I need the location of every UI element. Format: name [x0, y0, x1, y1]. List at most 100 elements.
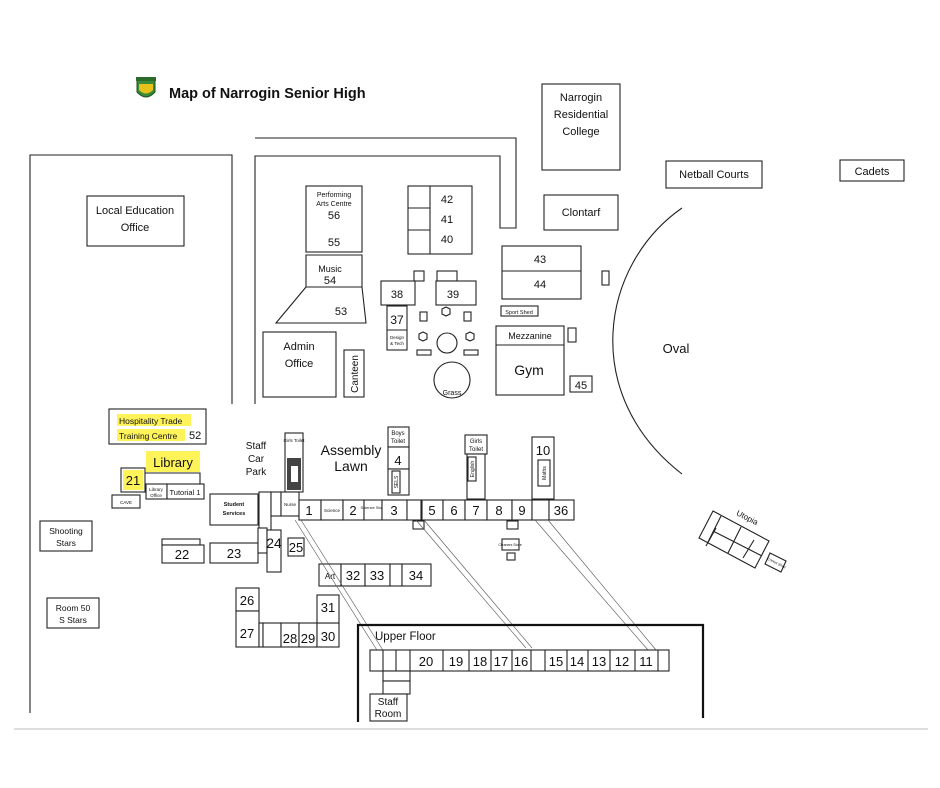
- design-tech-label: Design: [390, 335, 405, 340]
- cleaners-store: [501, 538, 520, 551]
- room-50-label: Room 50: [56, 603, 91, 613]
- oval-label: Oval: [663, 341, 690, 356]
- left-boundary: [29, 154, 233, 713]
- room-44: 44: [534, 279, 546, 291]
- room-7-label: 7: [472, 503, 479, 518]
- room-23-label: 23: [227, 546, 241, 561]
- room-2-label: 2: [349, 503, 356, 518]
- room-29-label: 29: [301, 631, 315, 646]
- room-34-label: 34: [409, 568, 423, 583]
- room-27-label: 27: [240, 626, 254, 641]
- room-43: 43: [534, 254, 546, 266]
- room-20: 20: [419, 654, 433, 669]
- room-39-label: 39: [447, 289, 459, 301]
- room-9-label: 9: [518, 503, 525, 518]
- canteen: [343, 349, 365, 398]
- shooting-stars: [39, 520, 93, 552]
- room-37-label: 37: [390, 313, 404, 327]
- admin-office-label: Admin: [283, 341, 314, 353]
- cadets-label: Cadets: [855, 166, 890, 178]
- cave: [111, 494, 141, 509]
- local-education-office: [86, 195, 185, 247]
- clontarf: [543, 194, 619, 231]
- residential-college: [541, 83, 621, 171]
- room-22-label: 22: [175, 547, 189, 562]
- room-38: [380, 280, 416, 306]
- grass-circle: [433, 361, 471, 399]
- rooms-40-42-block: [407, 185, 473, 255]
- room-14: 14: [570, 654, 584, 669]
- central-boundary: [254, 137, 517, 404]
- room-39: [435, 280, 477, 306]
- room-40: 40: [441, 234, 453, 246]
- utopia-building: [698, 510, 770, 569]
- room-52: 52: [189, 430, 201, 442]
- room-6-label: 6: [450, 503, 457, 518]
- sels-label: SELS: [394, 475, 400, 488]
- canteen-label: Canteen: [350, 355, 361, 393]
- room-31-label: 31: [321, 600, 335, 615]
- girls-toilet-west-label: Girls Toilet: [284, 438, 306, 443]
- room-41: 41: [441, 214, 453, 226]
- room-33-label: 33: [370, 568, 384, 583]
- music-label: Music: [318, 264, 342, 274]
- boys-toilet-label: Boys: [391, 431, 404, 437]
- room-42: 42: [441, 194, 453, 206]
- design-tech-label: & Tech: [390, 341, 404, 346]
- room-56: 56: [328, 210, 340, 222]
- room-25: [287, 537, 305, 557]
- netball-courts-label: Netball Courts: [679, 169, 749, 181]
- room-34: [401, 563, 432, 587]
- shooting-stars-label: Shooting: [49, 526, 83, 536]
- gym-label: Gym: [514, 362, 544, 378]
- upper-floor-corridor: [369, 649, 670, 672]
- room-32-label: 32: [346, 568, 360, 583]
- hospitality-label: Training Centre: [119, 431, 178, 441]
- room-24: [266, 529, 282, 573]
- performing-arts-centre: [305, 185, 363, 253]
- staff-car-park-label: Car: [248, 454, 265, 465]
- room-31: [316, 594, 340, 624]
- rooms-43-44: [501, 245, 582, 300]
- library-label: Library: [153, 455, 193, 470]
- residential-college-label: Narrogin: [560, 92, 602, 104]
- room-13: 13: [592, 654, 606, 669]
- room-22: [161, 544, 205, 564]
- mezzanine-label: Mezzanine: [508, 331, 552, 341]
- staff-room-label: Staff: [378, 697, 399, 708]
- room-17: 17: [494, 654, 508, 669]
- room-45-label: 45: [575, 380, 587, 392]
- girls-toilet-east-label: Girls: [470, 439, 482, 445]
- room-16: 16: [514, 654, 528, 669]
- boys-toilet-label: Toilet: [391, 439, 405, 445]
- staff-car-park-label: Staff: [246, 441, 267, 452]
- room-55: 55: [328, 237, 340, 249]
- grass-label: Grass: [443, 390, 462, 397]
- assembly-lawn-label: Assembly: [321, 442, 382, 458]
- room-21-label: 21: [126, 473, 140, 488]
- girls-toilet-east-label: Toilet: [469, 447, 483, 453]
- cleaners-store-label: Cleaners Store: [498, 543, 521, 547]
- room-12: 12: [615, 654, 629, 669]
- netball-courts: [665, 160, 763, 189]
- room-3-label: 3: [390, 503, 397, 518]
- room-18: 18: [473, 654, 487, 669]
- room-11: 11: [639, 654, 653, 669]
- room-19: 19: [449, 654, 463, 669]
- room-1-label: 1: [305, 503, 312, 518]
- science-label: Science: [324, 508, 341, 513]
- room-30-label: 30: [321, 629, 335, 644]
- room-28-label: 28: [283, 631, 297, 646]
- library-office-label: Office: [150, 493, 162, 498]
- staff-room: [369, 693, 408, 722]
- cave-label: CAVE: [120, 500, 132, 505]
- clontarf-label: Clontarf: [562, 207, 601, 219]
- admin-office: [262, 331, 337, 398]
- residential-college-label: Residential: [554, 109, 608, 121]
- maths-label: Maths: [542, 466, 548, 480]
- student-services: [209, 493, 259, 526]
- english-label: English: [470, 461, 476, 478]
- room-4-label: 4: [394, 453, 401, 468]
- tutorial-1: [166, 483, 205, 500]
